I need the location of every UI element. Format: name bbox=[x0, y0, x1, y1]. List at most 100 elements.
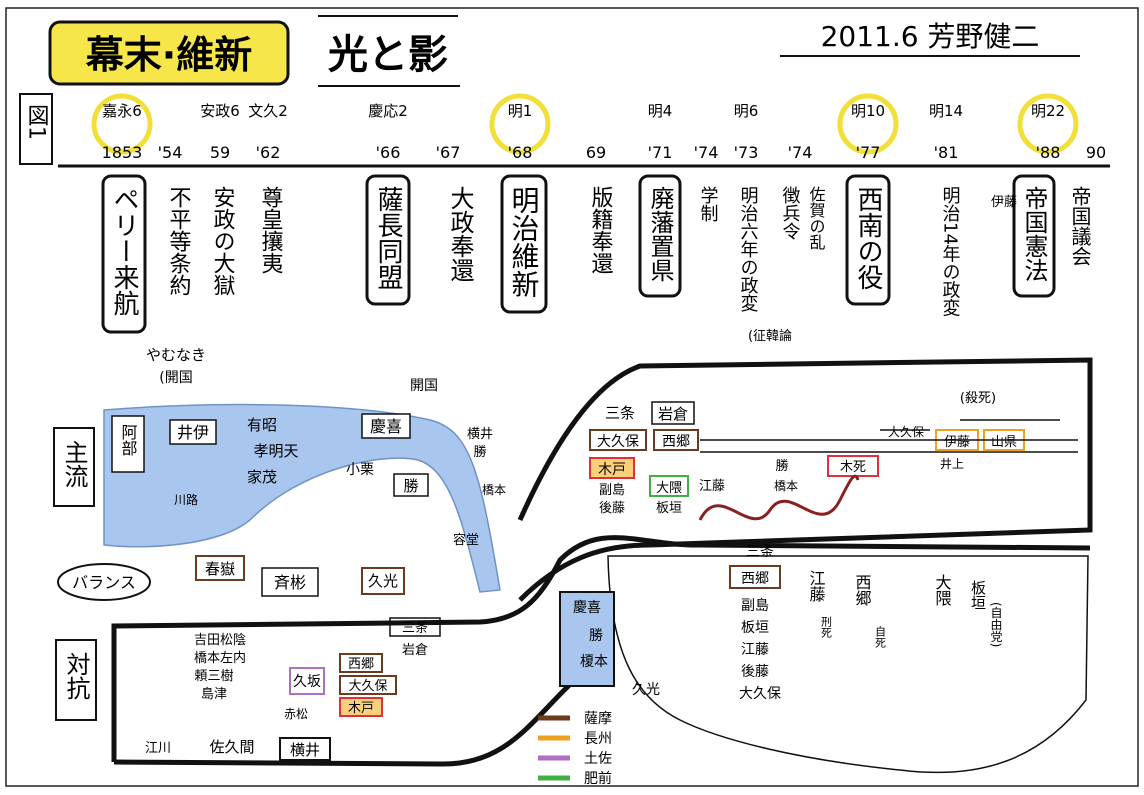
subtitle-text: 光と影 bbox=[328, 32, 448, 78]
note-ito: 伊藤 bbox=[991, 195, 1017, 210]
mainstream-members: 阿部 井伊 有昭 孝明天 家茂 慶喜 小栗 勝 川路 横井 勝 橋本 容堂 三条… bbox=[111, 401, 1078, 548]
event-box-15 bbox=[1012, 174, 1056, 298]
figure-label-box bbox=[19, 93, 53, 165]
opp-okuma-r: 大隈 bbox=[933, 574, 952, 606]
member-iemochi: 家茂 bbox=[247, 468, 277, 486]
event-15: 帝国憲法 bbox=[1020, 186, 1048, 282]
figure-label: 図1 bbox=[24, 104, 49, 140]
member-kawaji: 川路 bbox=[174, 492, 198, 507]
event-1: 不平等条約 bbox=[166, 186, 192, 296]
member-katsu: 勝 bbox=[403, 477, 418, 495]
mainstream-band bbox=[517, 357, 1093, 548]
event-8: 廃藩置県 bbox=[646, 186, 674, 282]
timeline-year-12: '77 bbox=[856, 143, 881, 162]
mainstream-arrows bbox=[700, 419, 1078, 453]
event-box-4 bbox=[365, 174, 411, 306]
member-hashimoto-2: 橋本 bbox=[774, 479, 798, 493]
opp-shimazu: 島津 bbox=[201, 687, 227, 702]
balance-nariakira: 斉彬 bbox=[274, 573, 306, 592]
timeline-year-1: '54 bbox=[158, 143, 183, 162]
opp-itagaki-r: 板垣 bbox=[741, 620, 769, 636]
opp-iwakura: 岩倉 bbox=[402, 643, 428, 658]
member-saigo: 西郷 bbox=[662, 434, 690, 450]
opp-saigo-note: 自死 bbox=[874, 626, 887, 648]
member-iwakura: 岩倉 bbox=[658, 405, 688, 423]
legend-label-0: 薩摩 bbox=[584, 710, 612, 727]
timeline-year-14: '88 bbox=[1036, 143, 1061, 162]
balance-shungaku: 春嶽 bbox=[205, 560, 235, 578]
balance-hisamitsu: 久光 bbox=[368, 572, 398, 590]
mainstream-river bbox=[103, 403, 501, 593]
member-oguri: 小栗 bbox=[346, 462, 374, 478]
opp-saigo: 西郷 bbox=[348, 657, 374, 672]
opp-kido: 木戸 bbox=[348, 701, 374, 716]
opp-rai: 頼三樹 bbox=[194, 669, 233, 684]
event-columns: ペリー来航不平等条約安政の大獄尊皇攘夷薩長同盟大政奉還明治維新版籍奉還廃藩置県学… bbox=[101, 174, 1092, 334]
timeline-era-13: 明14 bbox=[929, 102, 963, 120]
event-box-6 bbox=[500, 174, 548, 314]
member-nariaki: 有昭 bbox=[247, 416, 277, 434]
event-16: 帝国議会 bbox=[1068, 186, 1092, 266]
member-yamagata: 山県 bbox=[991, 435, 1017, 450]
title-text: 幕末·維新 bbox=[85, 33, 252, 77]
label-opposition: 対抗 bbox=[62, 652, 90, 700]
note-yamunaki: やむなき bbox=[146, 346, 206, 364]
opp-jiyu: (自由党) bbox=[989, 602, 1003, 647]
note-kaikoku-mid: 開国 bbox=[410, 378, 438, 394]
event-3: 尊皇攘夷 bbox=[258, 186, 284, 274]
opp-sanjo-r: 三条 bbox=[746, 543, 774, 560]
opp-saigo-r: 西郷 bbox=[741, 571, 769, 587]
label-balance-oval bbox=[57, 563, 151, 601]
opp-egawa: 江川 bbox=[145, 741, 171, 756]
member-komei: 孝明天 bbox=[253, 442, 298, 460]
timeline-era-12: 明10 bbox=[851, 102, 885, 120]
timeline-year-11: '74 bbox=[788, 143, 813, 162]
opp-soejima-r: 副島 bbox=[741, 598, 769, 614]
event-6: 明治維新 bbox=[508, 186, 541, 298]
opp-hashimoto2: 橋本左内 bbox=[194, 650, 246, 666]
right-opposition-area bbox=[607, 555, 1089, 774]
mainstream-loop bbox=[698, 474, 860, 521]
member-itagaki: 板垣 bbox=[656, 501, 682, 516]
legend-label-1: 長州 bbox=[584, 731, 612, 747]
member-keiki: 慶喜 bbox=[370, 417, 402, 436]
opp-saigo-death: 西郷 bbox=[853, 574, 872, 606]
opp-yokoi: 横井 bbox=[290, 741, 320, 759]
timeline-year-15: 90 bbox=[1086, 143, 1106, 162]
event-box-0 bbox=[101, 174, 147, 334]
label-opposition-box bbox=[55, 639, 97, 721]
note-seikanron: (征韓論 bbox=[748, 328, 792, 344]
balance-shungaku-box bbox=[195, 555, 245, 581]
opp-eto-r: 江藤 bbox=[741, 642, 769, 658]
member-katsu-2: 勝 bbox=[775, 459, 788, 474]
timeline-era-8: 明4 bbox=[648, 102, 673, 120]
timeline-year-8: '71 bbox=[648, 143, 673, 162]
event-5: 大政奉還 bbox=[446, 186, 474, 282]
member-goto: 後藤 bbox=[599, 501, 625, 516]
timeline-era-6: 明1 bbox=[508, 102, 533, 120]
event-14: 明治14年の政変 bbox=[940, 186, 961, 317]
timeline-highlight-6 bbox=[489, 93, 551, 155]
opp-goto-r: 後藤 bbox=[741, 664, 769, 680]
event-12: 佐賀の乱 bbox=[807, 186, 826, 250]
note-saigo-death: (殺死) bbox=[960, 391, 996, 406]
timeline-era-4: 慶応2 bbox=[368, 102, 408, 120]
mainstream-lower-edge bbox=[518, 542, 651, 602]
timeline-era-0: 嘉永6 bbox=[102, 102, 142, 120]
opp-okubo-r: 大久保 bbox=[739, 686, 781, 702]
timeline-year-4: '66 bbox=[376, 143, 401, 162]
opp-akamatsu: 赤松 bbox=[284, 707, 308, 721]
member-okuma: 大隈 bbox=[656, 481, 682, 496]
opposition-members: 吉田松陰 橋本左内 頼三樹 島津 久坂 西郷 大久保 木戸 三条 岩倉 赤松 江… bbox=[145, 543, 1003, 761]
timeline-year-0: 1853 bbox=[102, 143, 143, 162]
member-sanjo: 三条 bbox=[605, 404, 635, 422]
member-okubo-r: 大久保 bbox=[888, 425, 924, 439]
label-mainstream-box bbox=[53, 427, 95, 507]
opp-katsu: 勝 bbox=[589, 628, 603, 644]
member-hashimoto: 橋本 bbox=[482, 483, 506, 497]
opp-eto-death: 江藤 bbox=[807, 570, 826, 603]
label-mainstream: 主流 bbox=[60, 440, 88, 488]
